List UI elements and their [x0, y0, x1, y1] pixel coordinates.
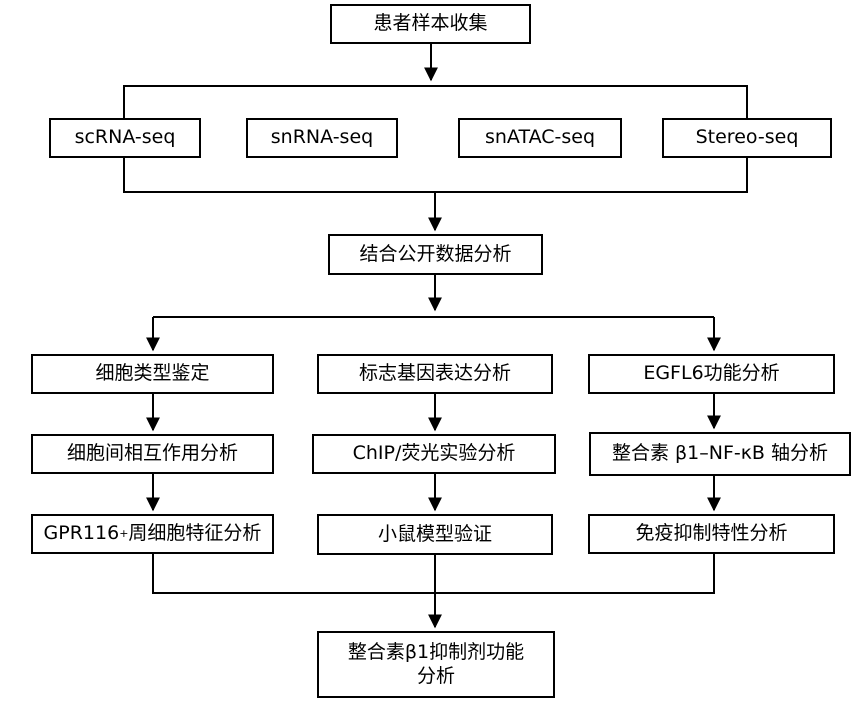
node-public-data-analysis: 结合公开数据分析 [328, 234, 543, 275]
node-scrna-seq: scRNA-seq [49, 118, 201, 158]
methods-bracket [123, 85, 748, 193]
node-integrin-nfkb-axis: 整合素 β1–NF-κB 轴分析 [589, 432, 851, 476]
node-cell-type-identification: 细胞类型鉴定 [31, 354, 274, 394]
node-marker-gene-analysis: 标志基因表达分析 [317, 354, 553, 394]
node-sample-collection: 患者样本收集 [330, 4, 531, 44]
node-immunosuppression: 免疫抑制特性分析 [588, 514, 835, 554]
pericyte-label: 周细胞特征分析 [128, 522, 262, 545]
node-mouse-model: 小鼠模型验证 [317, 514, 553, 555]
node-snrna-seq: snRNA-seq [246, 118, 398, 158]
node-egfl6-function: EGFL6功能分析 [588, 354, 835, 394]
node-stereo-seq: Stereo-seq [662, 118, 832, 158]
gpr116-superscript: + [119, 527, 129, 541]
node-integrin-inhibitor: 整合素β1抑制剂功能分析 [317, 631, 555, 698]
node-cell-interaction: 细胞间相互作用分析 [31, 434, 274, 474]
node-gpr116-pericyte: GPR116+周细胞特征分析 [31, 514, 274, 554]
node-chip-fluorescence: ChIP/荧光实验分析 [312, 434, 556, 474]
node-snatac-seq: snATAC-seq [458, 118, 622, 158]
gpr116-label: GPR116 [43, 522, 120, 545]
merge-bracket [152, 553, 715, 594]
